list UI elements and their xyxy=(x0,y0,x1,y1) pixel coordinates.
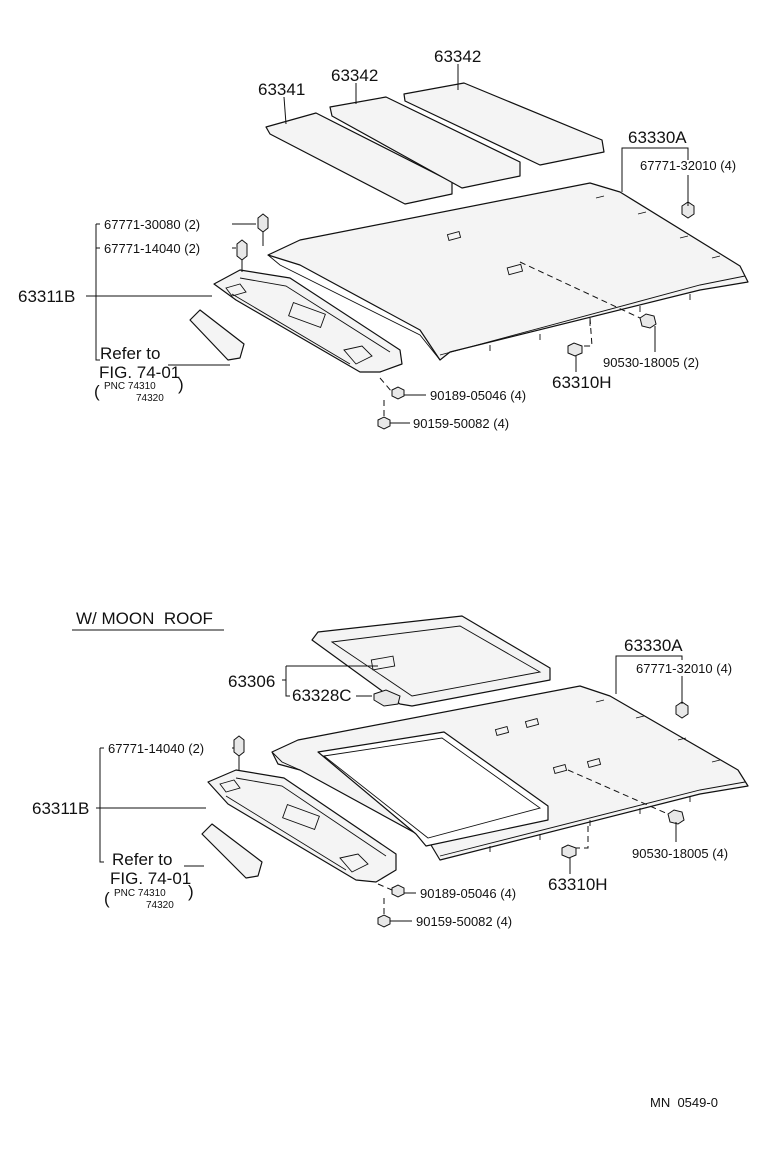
front-panel-inner xyxy=(231,277,391,365)
label-90189-05046-b: 90189-05046 (4) xyxy=(420,886,516,901)
label-67771-30080: 67771-30080 (2) xyxy=(104,217,200,232)
dashed-guide-bottom-3 xyxy=(377,883,393,916)
label-63330A: 63330A xyxy=(628,128,687,147)
clip-67771-32010-top xyxy=(681,196,695,219)
roof-panel-63342-middle xyxy=(329,96,521,189)
diagram-code: MN 0549-0 xyxy=(650,1095,718,1110)
label-63310H-b: 63310H xyxy=(548,875,608,894)
label-paren-open-b: ( xyxy=(104,889,110,908)
dashed-guide-bottom-1 xyxy=(567,769,669,815)
leader-63330A-b xyxy=(615,655,683,694)
headlining-rear-edge-b xyxy=(439,781,746,857)
label-67771-32010: 67771-32010 (4) xyxy=(640,158,736,173)
label-67771-14040: 67771-14040 (2) xyxy=(104,241,200,256)
label-67771-14040-b: 67771-14040 (2) xyxy=(108,741,204,756)
label-paren-close-b: ) xyxy=(188,882,194,901)
label-fig-b: FIG. 74-01 xyxy=(110,869,191,888)
headlining-tab-2 xyxy=(506,263,524,276)
label-63310H: 63310H xyxy=(552,373,612,392)
front-panel-lamp xyxy=(288,302,326,328)
label-63311B: 63311B xyxy=(18,287,75,306)
headlining-rear-edge xyxy=(439,275,746,356)
bracket-63311B xyxy=(86,223,212,361)
moonroof-opening-rim xyxy=(322,737,542,839)
headlining-tab-b3 xyxy=(552,763,568,775)
label-90189-05046: 90189-05046 (4) xyxy=(430,388,526,403)
sun-visor-top xyxy=(189,309,245,361)
label-refer-to: Refer to xyxy=(100,344,160,363)
screw-90159-50082-top xyxy=(377,416,391,430)
front-panel-lamp-b xyxy=(282,804,320,830)
sun-visor-bottom xyxy=(201,823,263,879)
nut-90189-05046-top xyxy=(391,386,405,400)
headlining-front-edge xyxy=(267,254,441,361)
bottom-diagram: W/ MOON ROOF xyxy=(32,609,749,929)
dashed-guide-bottom-2 xyxy=(576,826,589,849)
clip-67771-14040-top xyxy=(236,239,248,272)
label-refer-to-b: Refer to xyxy=(112,850,172,869)
label-90159-50082: 90159-50082 (4) xyxy=(413,416,509,431)
label-63342-a: 63342 xyxy=(331,66,378,85)
roof-panel-63342-rear xyxy=(403,82,605,166)
label-paren-close: ) xyxy=(178,375,184,394)
sunroof-panel-63306 xyxy=(311,615,551,707)
bracket-63306 xyxy=(282,665,378,697)
headlining-tab-1 xyxy=(446,230,462,242)
moonroof-opening xyxy=(317,731,549,847)
section-title-moon-roof: W/ MOON ROOF xyxy=(76,609,213,628)
bracket-63311B-b xyxy=(96,747,206,863)
front-panel-63311B-b xyxy=(207,769,397,883)
leader-63341 xyxy=(283,96,287,125)
headlining-tab-b1 xyxy=(494,725,510,737)
dashed-guide-top-2 xyxy=(580,317,593,347)
nut-90530-18005-top xyxy=(639,313,657,329)
label-90530-18005: 90530-18005 (2) xyxy=(603,355,699,370)
label-63328C: 63328C xyxy=(292,686,352,705)
label-paren-open: ( xyxy=(94,382,100,401)
dashed-guide-top-1 xyxy=(519,261,641,319)
screw-90159-50082-bottom xyxy=(377,914,391,928)
roof-headlining-63330A-moonroof xyxy=(271,685,749,861)
headlining-tab-b2 xyxy=(524,717,540,729)
nut-90530-18005-bottom xyxy=(667,809,685,825)
part-63328C xyxy=(373,689,401,707)
label-pnc-1: PNC 74310 xyxy=(104,381,156,392)
holder-63310H-bottom xyxy=(561,844,577,859)
front-panel-63311B xyxy=(213,269,403,373)
clip-67771-30080 xyxy=(257,213,269,246)
holder-63310H-top xyxy=(567,342,583,357)
label-pnc-2: 74320 xyxy=(136,393,164,404)
front-panel-bracket-b xyxy=(219,779,369,873)
sunroof-panel-inner xyxy=(330,625,542,697)
label-90530-18005-b: 90530-18005 (4) xyxy=(632,846,728,861)
leader-63330A xyxy=(621,147,689,192)
label-67771-32010-b: 67771-32010 (4) xyxy=(636,661,732,676)
nut-90189-05046-bottom xyxy=(391,884,405,898)
roof-panel-63341 xyxy=(265,112,453,205)
sunroof-latch xyxy=(370,655,396,671)
front-panel-inner-b xyxy=(225,777,387,871)
label-63330A-b: 63330A xyxy=(624,636,683,655)
front-panel-bracket xyxy=(225,283,373,365)
label-fig: FIG. 74-01 xyxy=(99,363,180,382)
top-diagram: 63341 63342 63342 63330A 67771-32010 (4)… xyxy=(18,47,749,431)
headlining-front-edge-b xyxy=(271,751,301,771)
label-63342-b: 63342 xyxy=(434,47,481,66)
clip-67771-32010-bottom xyxy=(675,694,689,719)
clip-67771-14040-bottom xyxy=(233,735,245,770)
label-pnc-2-b: 74320 xyxy=(146,900,174,911)
label-pnc-1-b: PNC 74310 xyxy=(114,888,166,899)
dashed-guide-top-3 xyxy=(379,377,393,418)
label-63311B-b: 63311B xyxy=(32,799,89,818)
label-63306: 63306 xyxy=(228,672,275,691)
label-63341: 63341 xyxy=(258,80,305,99)
label-90159-50082-b: 90159-50082 (4) xyxy=(416,914,512,929)
headlining-clip-marks-b xyxy=(489,699,721,852)
headlining-tab-b4 xyxy=(586,757,602,769)
